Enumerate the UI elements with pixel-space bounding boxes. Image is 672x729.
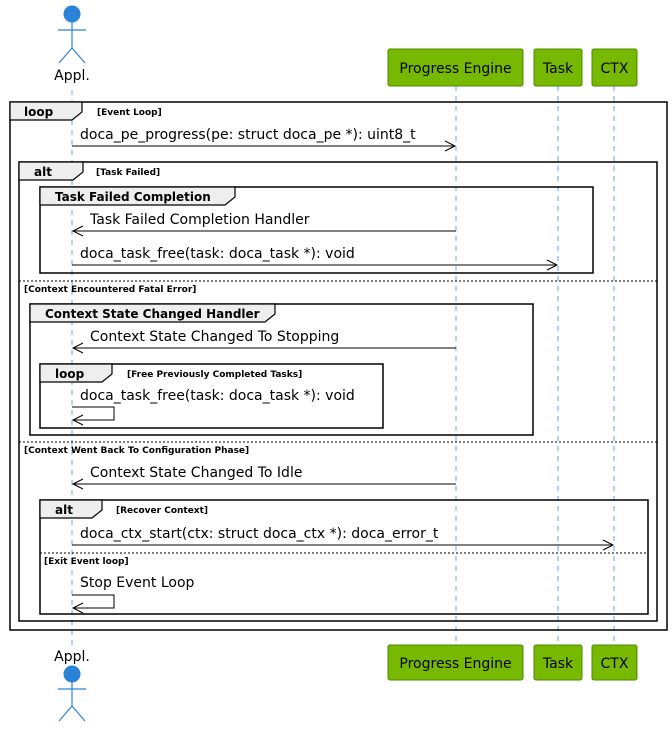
arrow-head: [71, 225, 84, 237]
loop-free-frame: [39, 363, 384, 429]
loop-free-keyword: loop: [55, 367, 85, 381]
else-exit-guard: [Exit Event loop]: [44, 557, 129, 567]
self-message-arrow: [72, 594, 115, 609]
message-label: Stop Event Loop: [80, 575, 195, 591]
message-label: Context State Changed To Idle: [90, 465, 302, 481]
message-label: doca_pe_progress(pe: struct doca_pe *): …: [80, 127, 416, 143]
participant-label: Progress Engine: [399, 656, 511, 672]
else-config-guard: [Context Went Back To Configuration Phas…: [24, 446, 249, 456]
participant-ctx-top: CTX: [591, 48, 638, 87]
actor-appl-top: Appl.: [54, 5, 90, 84]
alt-recover-guard: [Recover Context]: [116, 506, 208, 516]
arrow-head: [71, 478, 84, 490]
alt-recover-keyword: alt: [55, 503, 73, 517]
participant-label: CTX: [601, 61, 629, 77]
participant-label: Task: [542, 656, 574, 672]
actor-label: Appl.: [54, 649, 90, 665]
participant-ctx-bottom: CTX: [591, 644, 638, 681]
ctx-state-handler-group: [29, 303, 534, 436]
arrow-head: [71, 414, 84, 426]
participant-progress-engine-top: Progress Engine: [387, 48, 524, 87]
ctx-state-handler-title: Context State Changed Handler: [45, 307, 260, 321]
message-label: Context State Changed To Stopping: [90, 329, 339, 345]
else-fatal-guard: [Context Encountered Fatal Error]: [24, 285, 196, 295]
alt-task-failed-tab: [18, 161, 84, 181]
loop-free-tab: [39, 363, 113, 383]
loop-event-frame: [9, 101, 668, 631]
participant-label: Task: [542, 61, 574, 77]
participant-label: Progress Engine: [399, 61, 511, 77]
arrow-head: [444, 140, 457, 152]
alt-task-failed-frame: [18, 161, 658, 622]
alt-recover-frame: [39, 499, 649, 615]
message-label: doca_task_free(task: doca_task *): void: [80, 388, 355, 404]
loop-event-guard: [Event Loop]: [97, 108, 162, 118]
actor-icon: [63, 665, 81, 683]
message-label: Task Failed Completion Handler: [89, 212, 310, 228]
participant-task-top: Task: [533, 48, 583, 87]
self-message-arrow: [72, 406, 115, 421]
task-failed-completion-group: [39, 186, 594, 274]
arrow-head: [602, 539, 615, 551]
task-failed-completion-tab: [39, 186, 236, 206]
alt-task-failed-guard: [Task Failed]: [96, 168, 160, 178]
message-label: doca_ctx_start(ctx: struct doca_ctx *): …: [80, 526, 439, 542]
alt-recover-tab: [39, 499, 103, 519]
loop-event-tab: [9, 101, 83, 121]
participant-task-bottom: Task: [533, 644, 583, 681]
actor-appl-bottom: Appl.: [54, 649, 90, 722]
actor-label: Appl.: [54, 68, 90, 84]
actor-icon: [63, 5, 81, 23]
arrow-head: [546, 259, 559, 271]
loop-event-keyword: loop: [24, 105, 54, 119]
loop-free-guard: [Free Previously Completed Tasks]: [127, 370, 302, 380]
task-failed-completion-title: Task Failed Completion: [55, 190, 211, 204]
participant-label: CTX: [601, 656, 629, 672]
participant-progress-engine-bottom: Progress Engine: [387, 644, 524, 681]
arrow-head: [71, 602, 84, 614]
message-label: doca_task_free(task: doca_task *): void: [80, 246, 355, 262]
alt-task-failed-keyword: alt: [34, 165, 52, 179]
arrow-head: [71, 342, 84, 354]
ctx-state-handler-tab: [29, 303, 276, 323]
